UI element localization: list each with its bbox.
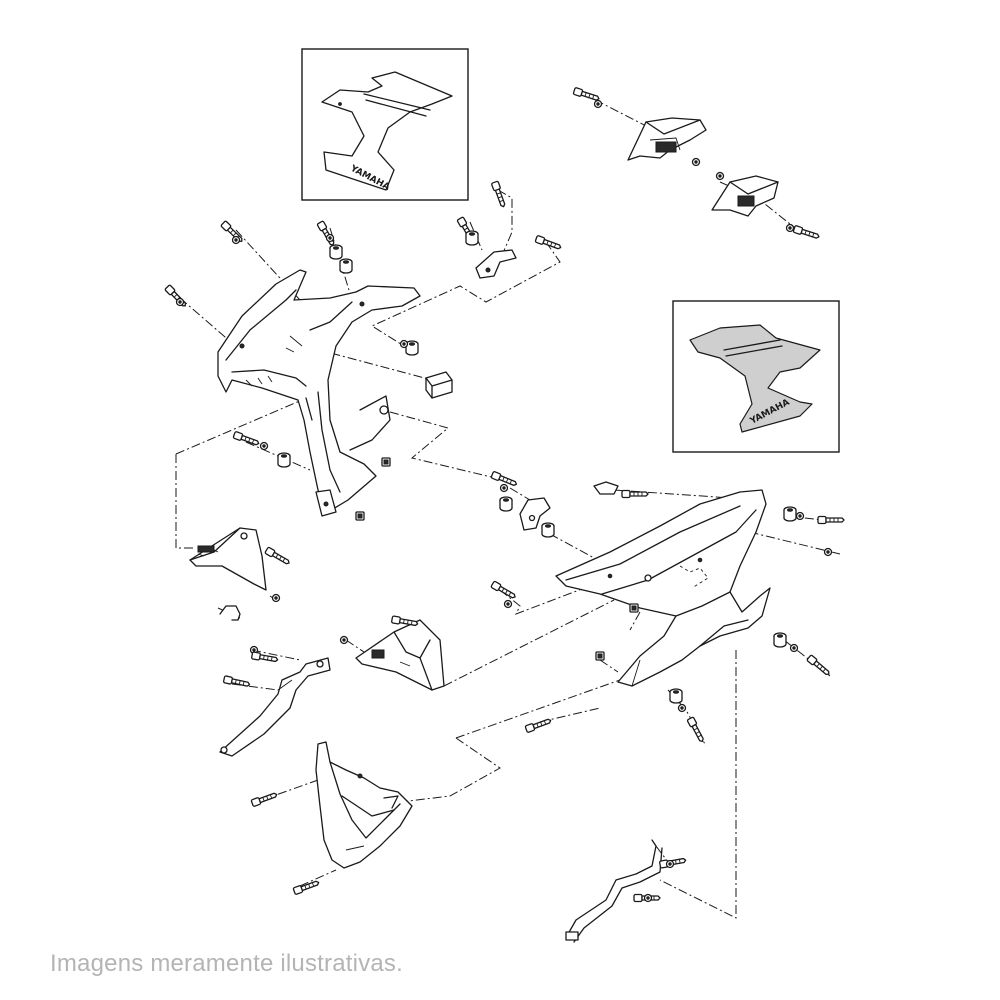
lower-stay-arm [219,657,331,757]
cowl-stay-left [189,527,267,591]
mirror-stay-left [627,117,707,161]
side-cowl-right [555,489,771,687]
under-cowl [315,741,413,869]
mirror-stay-right [711,175,779,217]
cowl-inner-bracket [315,489,337,517]
foam-block [425,371,453,399]
side-cover-outline [321,71,453,191]
bracket-center [519,497,551,531]
mount-bracket-top [593,481,619,495]
bottom-right-stay [565,839,663,943]
disclaimer-text: Imagens meramente ilustrativas. [50,950,404,977]
bracket-top-stay [475,249,517,279]
upper-front-cowl [217,269,421,513]
clamp-bracket [219,605,241,621]
side-cover-shaded [689,324,821,433]
inner-duct [355,619,445,691]
inset-right-side-cover: YAMAHA [672,300,840,453]
inset-top-side-cover: YAMAHA [301,48,469,201]
inset-right-frame [672,300,840,453]
inset-top-frame [301,48,469,201]
